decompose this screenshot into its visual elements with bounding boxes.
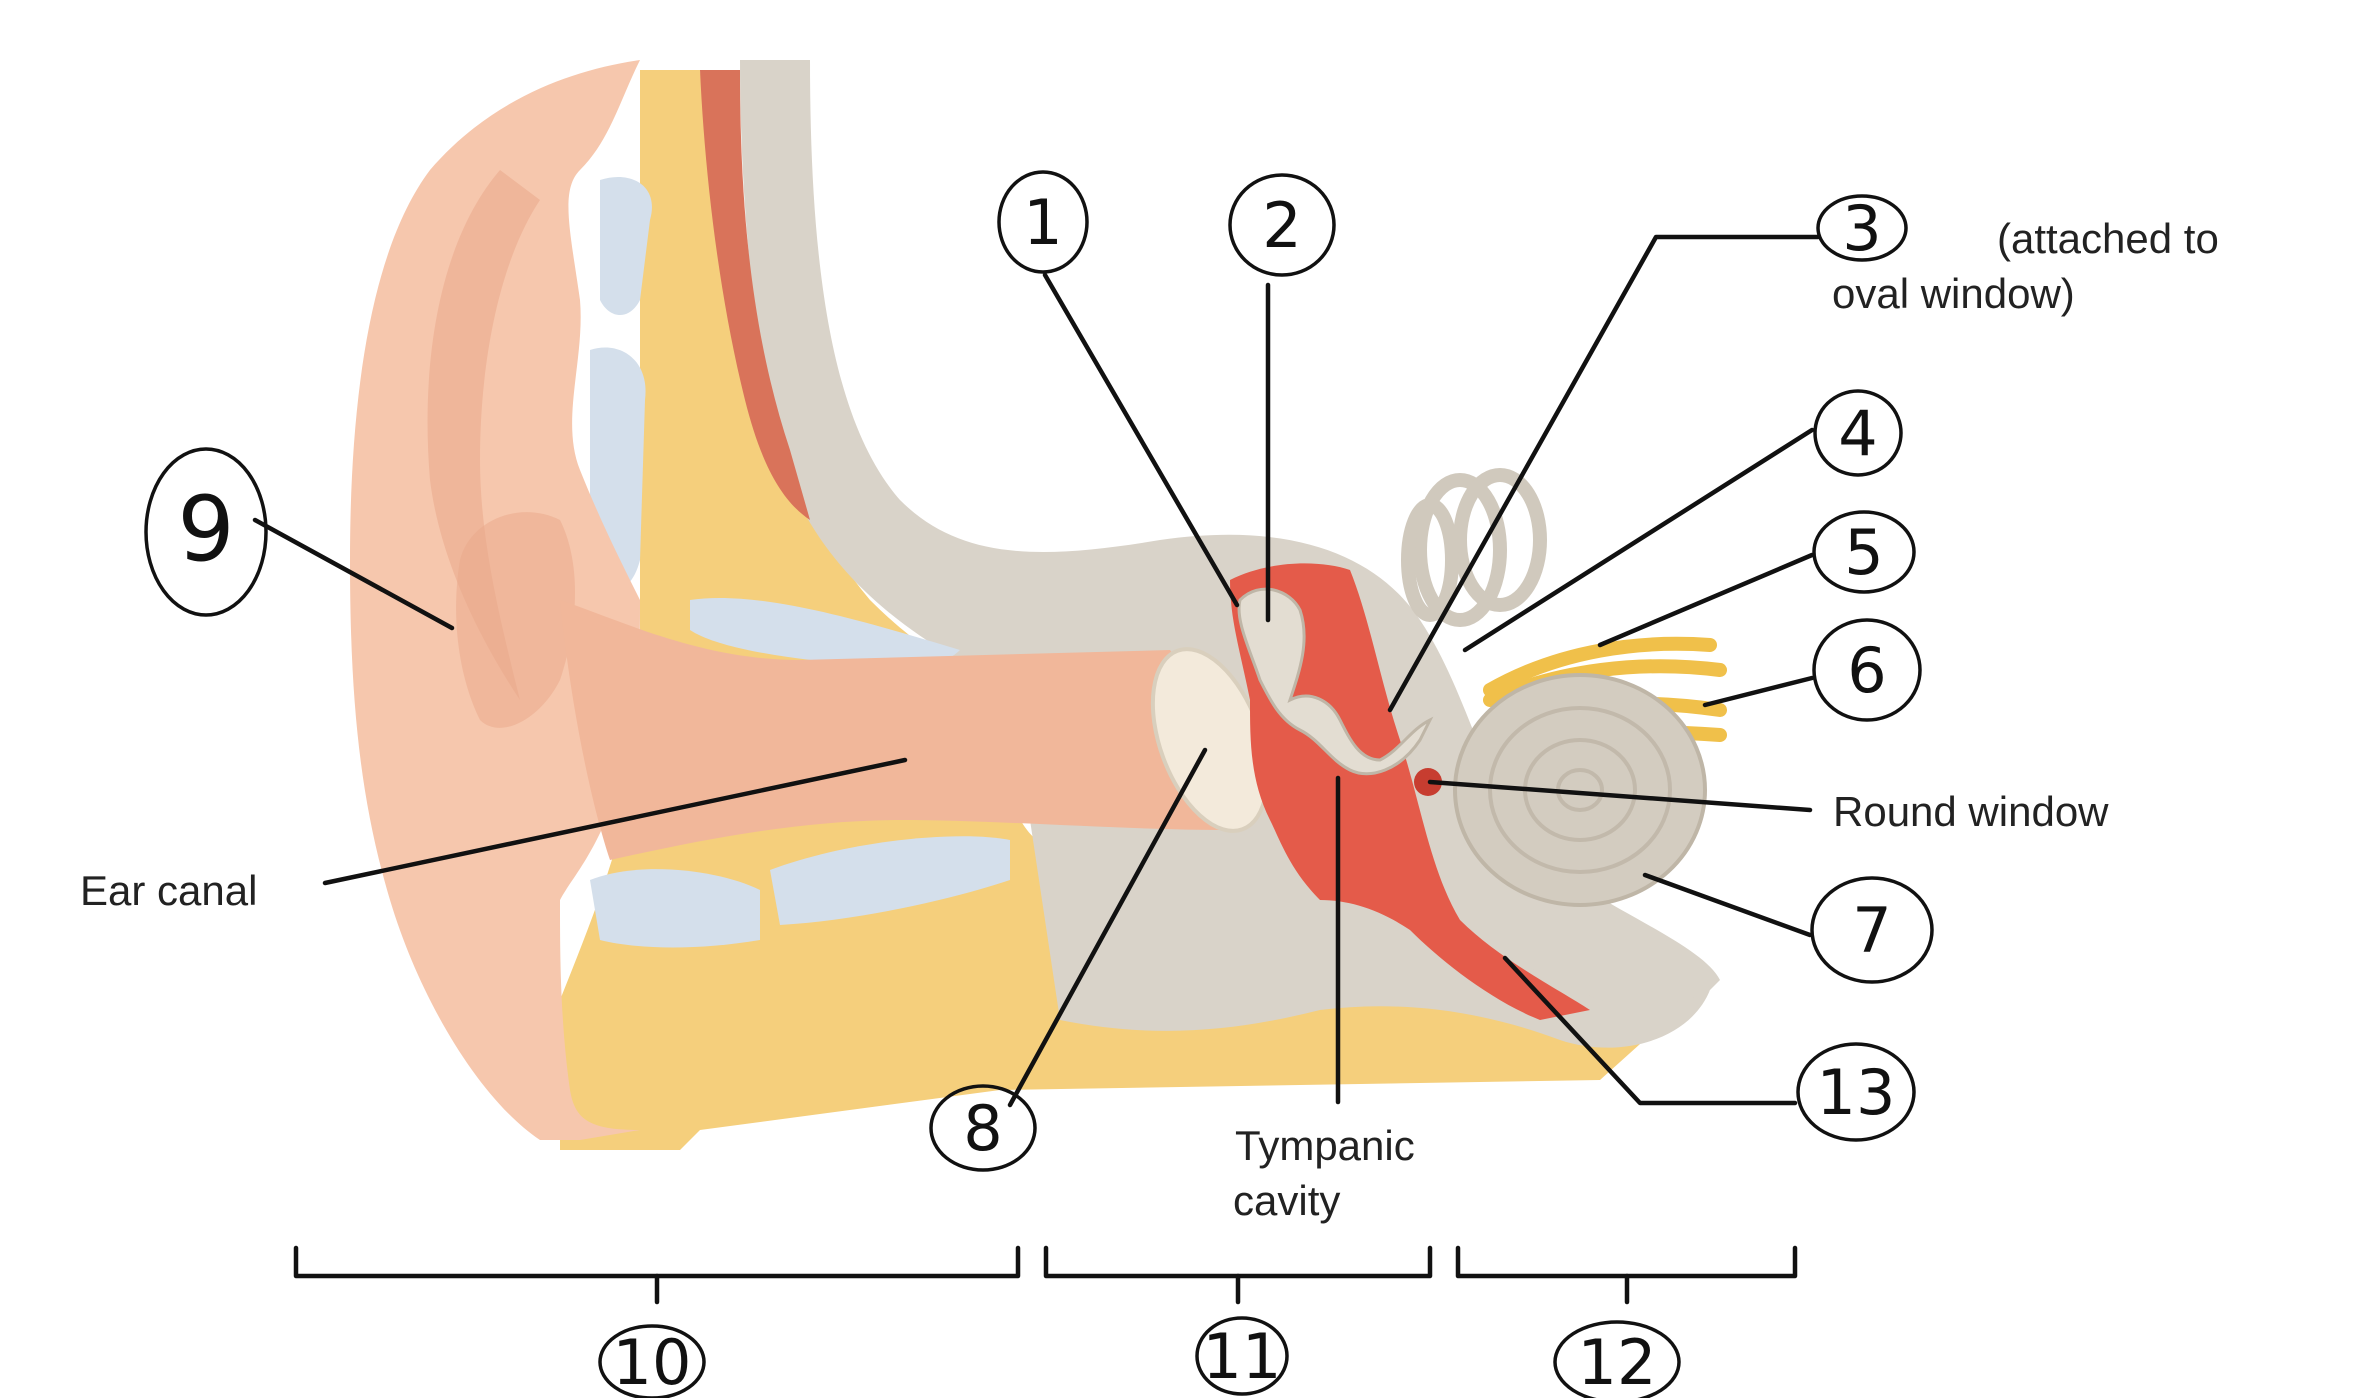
ear-illustration [350, 60, 1727, 1150]
svg-text:12: 12 [1578, 1326, 1657, 1398]
marker-11: 11 [1195, 1316, 1289, 1396]
middle-ear-cavity [1230, 563, 1590, 1020]
marker-6: 6 [1812, 618, 1922, 722]
leader-7 [1642, 872, 1813, 938]
label-tympanic-2: cavity [1233, 1177, 1340, 1224]
ossicles [1237, 587, 1434, 776]
bracket-outer-ear [293, 1245, 1021, 1279]
cartilage-1 [600, 176, 652, 315]
label-ear-canal: Ear canal [80, 867, 257, 914]
marker-9: 9 [144, 447, 268, 617]
label-attached-1: (attached to [1997, 215, 2219, 262]
label-round-window: Round window [1833, 788, 2109, 835]
svg-text:7: 7 [1852, 894, 1891, 967]
leader-ear-canal [322, 757, 908, 886]
leader-13 [1502, 955, 1798, 1106]
marker-13: 13 [1796, 1042, 1916, 1142]
marker-12: 12 [1553, 1320, 1681, 1398]
svg-text:11: 11 [1203, 1320, 1282, 1393]
leader-3 [1387, 234, 1821, 713]
region-brackets [293, 1245, 1798, 1305]
marker-4: 4 [1813, 389, 1903, 477]
cartilage-4 [590, 869, 760, 948]
label-attached-2: oval window) [1832, 270, 2075, 317]
svg-text:5: 5 [1844, 516, 1883, 589]
marker-1: 1 [997, 170, 1089, 274]
svg-text:3: 3 [1842, 192, 1881, 265]
leader-1 [1042, 272, 1240, 608]
leader-6 [1702, 675, 1815, 708]
cochlea [1453, 673, 1707, 907]
svg-text:8: 8 [963, 1092, 1002, 1165]
svg-text:1: 1 [1023, 186, 1062, 259]
svg-text:4: 4 [1838, 397, 1877, 470]
muscle-strip [700, 70, 810, 520]
semicircular-canals [1401, 468, 1547, 627]
leader-9 [252, 517, 455, 631]
leader-4 [1462, 427, 1815, 653]
bracket-middle-ear [1043, 1245, 1433, 1279]
marker-7: 7 [1810, 876, 1934, 984]
label-tympanic-1: Tympanic [1235, 1122, 1415, 1169]
cartilage-3 [690, 598, 960, 668]
svg-text:6: 6 [1847, 634, 1886, 707]
marker-3: 3 [1816, 192, 1908, 265]
leader-5 [1597, 552, 1815, 648]
auricle-fold [427, 170, 540, 700]
marker-8: 8 [929, 1084, 1037, 1172]
ear-canal [560, 600, 1230, 860]
printed-labels: (attached to oval window) Round window E… [80, 215, 2219, 1224]
marker-2: 2 [1228, 173, 1336, 277]
svg-text:2: 2 [1262, 189, 1301, 262]
marker-5: 5 [1812, 510, 1916, 594]
svg-text:13: 13 [1817, 1056, 1896, 1129]
marker-10: 10 [598, 1324, 706, 1398]
auricle-inner [456, 512, 575, 728]
bracket-inner-ear [1455, 1245, 1798, 1279]
svg-text:9: 9 [177, 477, 234, 582]
leader-8 [1007, 747, 1208, 1108]
leader-round-window [1427, 779, 1813, 813]
svg-text:10: 10 [613, 1326, 692, 1398]
cartilage-5 [770, 836, 1010, 925]
number-markers: 1 2 3 4 5 6 7 8 [144, 170, 1934, 1398]
leader-lines [252, 234, 1821, 1108]
